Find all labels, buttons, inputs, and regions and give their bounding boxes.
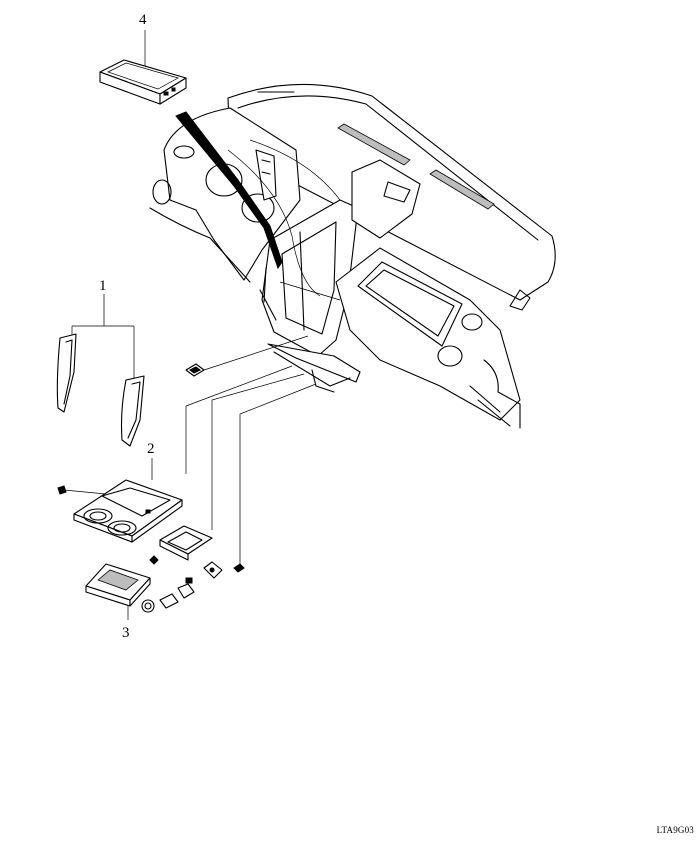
callout-1: 1 [99, 278, 107, 294]
callout-4: 4 [139, 12, 147, 28]
part-2-console-tray [57, 458, 183, 543]
retaining-clip [185, 363, 205, 377]
leader-lines [185, 335, 317, 566]
part-4-radio-box [99, 30, 187, 105]
callout-2: 2 [147, 441, 155, 457]
drawing-code: LTA9G03 [656, 825, 694, 835]
part-1-side-trim-panels [56, 294, 145, 447]
callout-3: 3 [122, 625, 130, 641]
part-3-ashtray-module [85, 561, 245, 620]
instrument-panel-body [149, 83, 556, 429]
switch-bracket [149, 525, 213, 565]
